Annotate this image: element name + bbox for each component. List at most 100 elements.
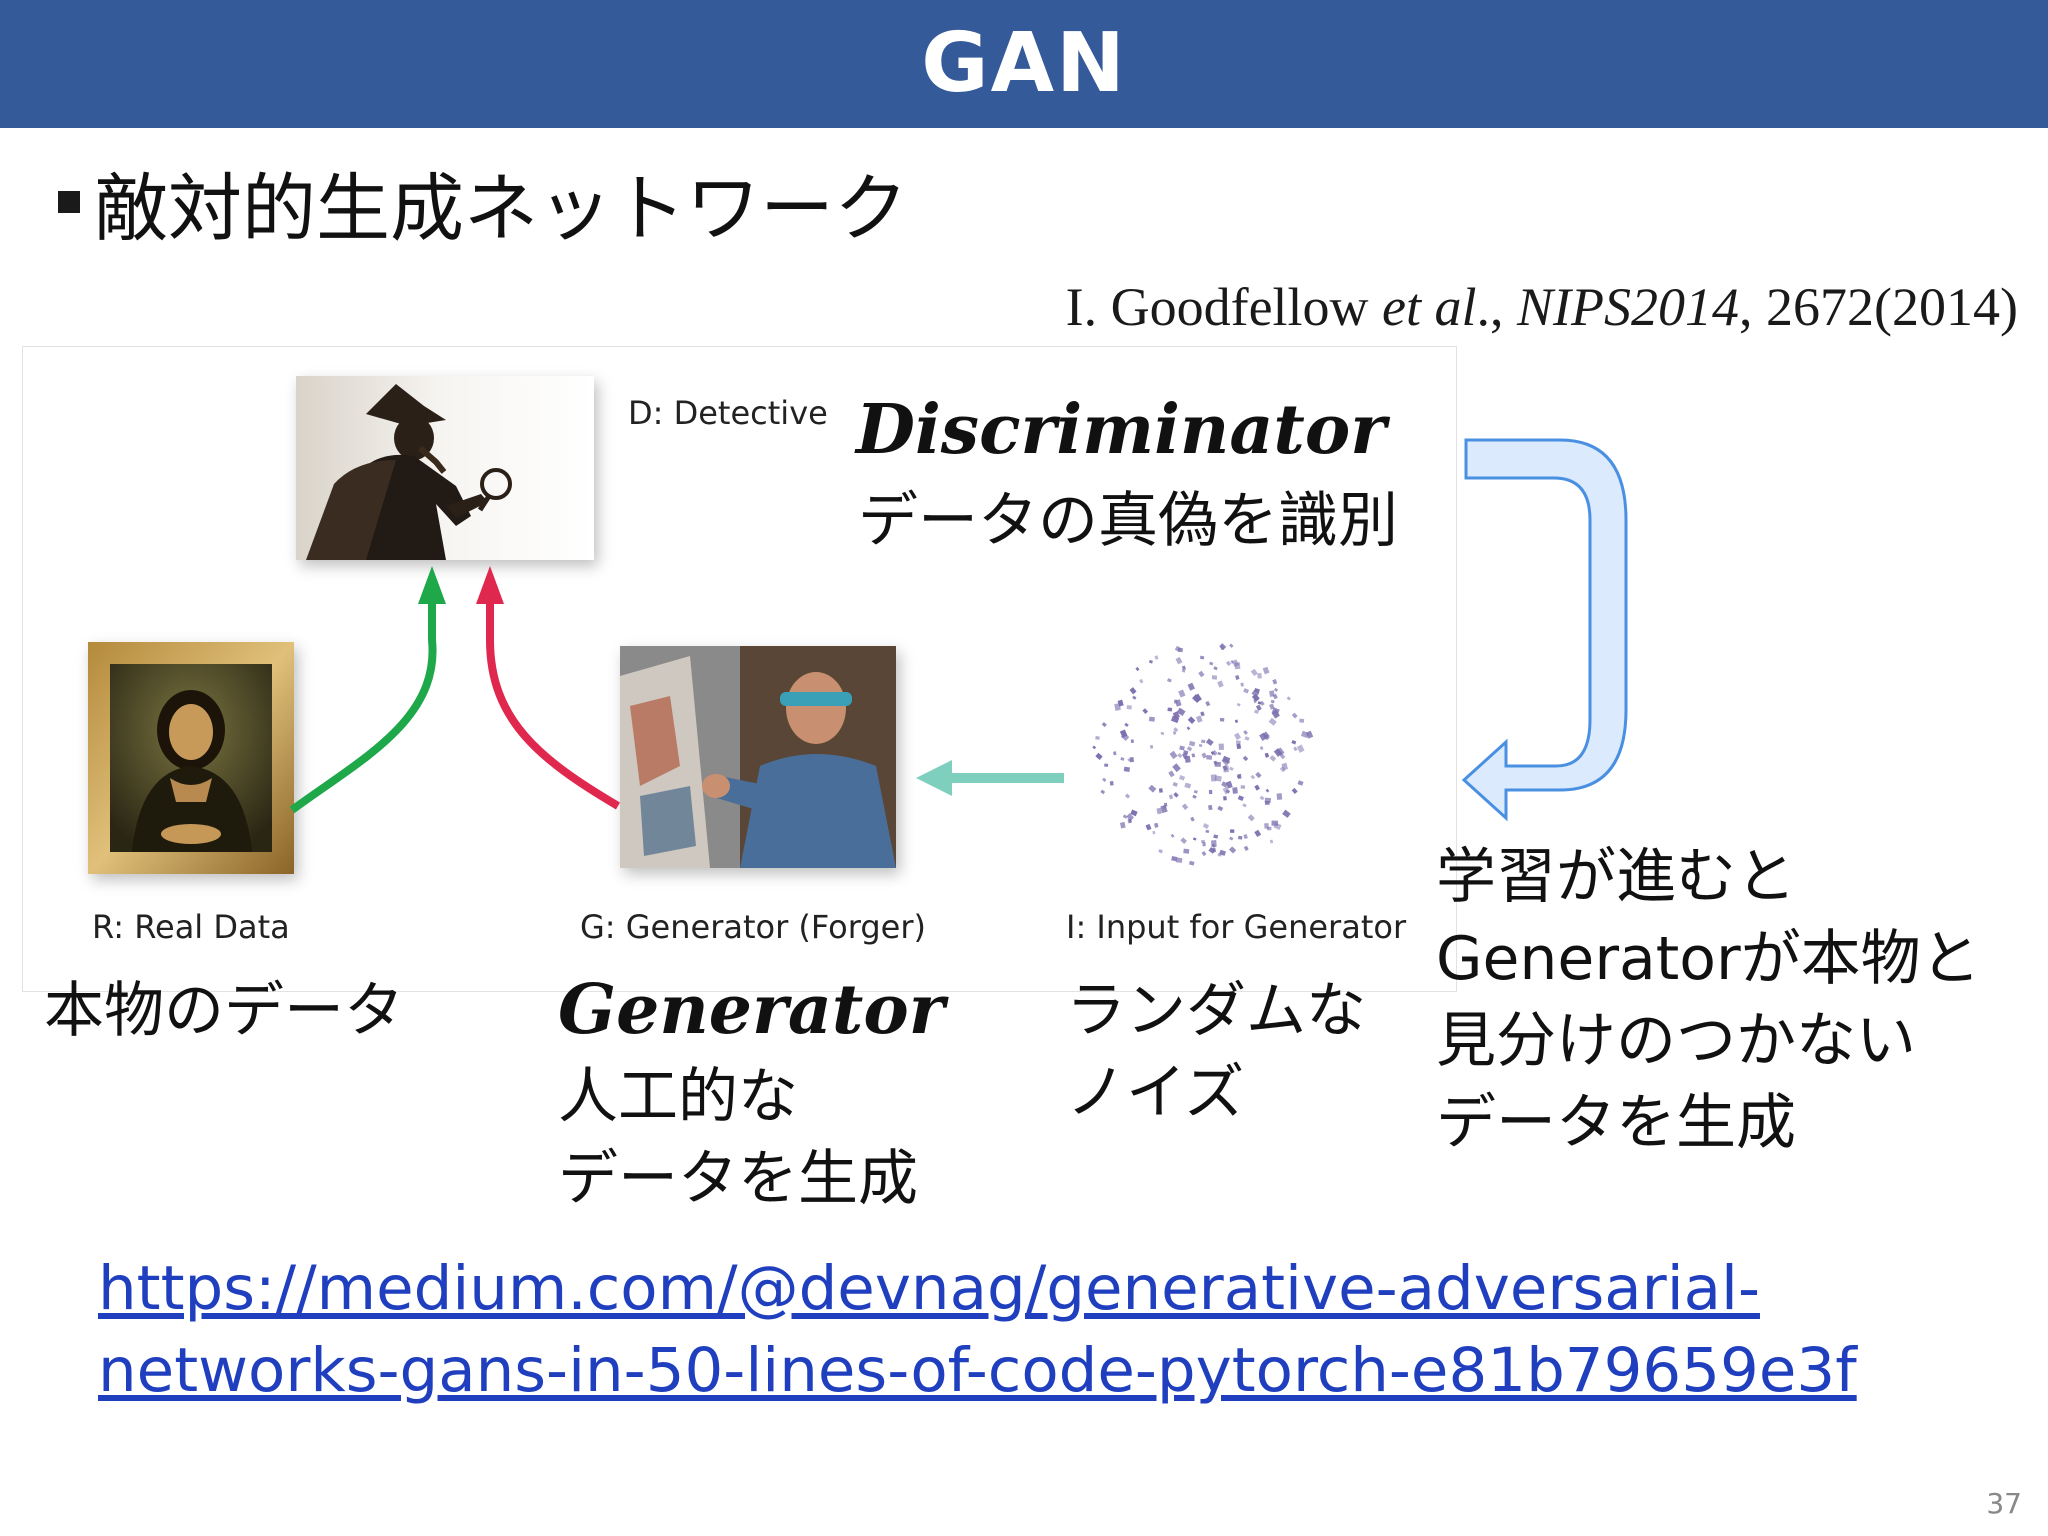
reference-link[interactable]: https://medium.com/@devnag/generative-ad… <box>98 1248 1857 1412</box>
noise-dot <box>1193 789 1198 794</box>
noise-dot <box>1286 696 1291 701</box>
noise-dot <box>1173 727 1179 733</box>
noise-dot <box>1169 750 1178 760</box>
noise-dot <box>1190 816 1195 822</box>
noise-dot <box>1240 785 1246 789</box>
noise-dot <box>1200 711 1205 717</box>
noise-dot <box>1184 782 1192 789</box>
bullet-text: 敵対的生成ネットワーク <box>94 165 908 252</box>
noise-dot <box>1132 695 1137 700</box>
training-note-2: Generatorが本物と <box>1436 924 1981 994</box>
noise-dot <box>1175 656 1183 665</box>
noise-dot <box>1291 787 1298 795</box>
noise-dot <box>1158 788 1163 793</box>
noise-dot <box>1187 716 1196 724</box>
noise-dot <box>1253 687 1260 694</box>
noise-dot <box>1160 804 1168 814</box>
noise-dot <box>1160 731 1165 736</box>
citation-rest: , 2672(2014) <box>1739 277 2018 337</box>
noise-dot <box>1158 849 1163 854</box>
noise-dot <box>1127 818 1132 824</box>
noise-dot <box>1168 794 1174 800</box>
noise-dot <box>1170 715 1180 724</box>
noise-dot <box>1218 743 1225 751</box>
noise-dot <box>1126 704 1132 710</box>
discriminator-title: Discriminator <box>856 390 1387 470</box>
generator-image <box>620 646 896 868</box>
noise-dot <box>1192 694 1201 703</box>
noise-dot <box>1187 682 1195 691</box>
noise-dot <box>1149 744 1154 749</box>
noise-dot <box>1230 659 1235 664</box>
generator-desc-1: 人工的な <box>558 1062 798 1132</box>
noise-dot <box>1273 687 1279 692</box>
noise-dot <box>1189 740 1196 747</box>
noise-dot <box>1240 682 1244 687</box>
noise-dot <box>1119 821 1126 829</box>
noise-dot <box>1100 789 1106 795</box>
noise-dot <box>1264 752 1270 758</box>
noise-dot <box>1148 716 1155 722</box>
noise-dot <box>1183 848 1190 854</box>
generator-title: Generator <box>558 970 945 1050</box>
feedback-arrow <box>1461 438 1628 822</box>
training-note-1: 学習が進むと <box>1436 842 1796 912</box>
noise-dot <box>1178 689 1186 698</box>
noise-dot <box>1205 700 1211 707</box>
generator-label: G: Generator (Forger) <box>580 908 926 946</box>
noise-dot <box>1181 665 1187 671</box>
noise-dot <box>1170 833 1175 838</box>
noise-dot <box>1236 774 1241 779</box>
noise-dot <box>1291 712 1298 719</box>
noise-dot <box>1119 729 1128 738</box>
noise-dot <box>1122 814 1128 819</box>
noise-dot <box>1230 829 1235 833</box>
noise-dot <box>1243 845 1249 851</box>
noise-dot <box>1117 699 1124 707</box>
noise-dot <box>1201 752 1207 759</box>
noise-dot <box>1253 696 1259 701</box>
noise-dot <box>1259 746 1264 751</box>
noise-dot <box>1192 837 1197 841</box>
noise-dot <box>1247 814 1255 822</box>
noise-dot <box>1192 794 1197 799</box>
noise-dot <box>1101 722 1107 728</box>
noise-dot <box>1237 795 1244 801</box>
noise-dot <box>1214 775 1222 782</box>
noise-dot <box>1166 678 1172 683</box>
noise-dot <box>1222 786 1231 795</box>
reference-link-line-1[interactable]: https://medium.com/@devnag/generative-ad… <box>98 1253 1760 1324</box>
noise-dot <box>1184 755 1191 763</box>
reference-link-line-2[interactable]: networks-gans-in-50-lines-of-code-pytorc… <box>98 1335 1857 1406</box>
noise-dot <box>1300 730 1310 739</box>
noise-dot <box>1198 743 1203 748</box>
noise-dot <box>1255 771 1262 779</box>
input-desc-2: ノイズ <box>1066 1058 1245 1128</box>
real-data-image <box>88 642 294 874</box>
noise-dot <box>1297 780 1304 786</box>
noise-dot <box>1191 753 1196 758</box>
noise-dot <box>1172 763 1181 773</box>
noise-dot <box>1198 670 1205 678</box>
noise-dot <box>1236 743 1242 750</box>
noise-dot <box>1186 726 1191 731</box>
noise-dot <box>1145 823 1152 831</box>
noise-dot <box>1234 732 1242 741</box>
noise-dot <box>1154 822 1159 828</box>
noise-dot <box>1201 850 1207 857</box>
noise-dot <box>1220 646 1224 651</box>
noise-dot <box>1124 793 1131 799</box>
noise-dot <box>1234 662 1241 670</box>
noise-dot <box>1178 775 1186 781</box>
noise-dot <box>1171 856 1178 862</box>
citation-author: I. Goodfellow <box>1065 277 1383 337</box>
noise-dot <box>1219 849 1227 856</box>
noise-dot <box>1243 688 1250 694</box>
noise-dot <box>1124 722 1129 728</box>
noise-dot <box>1225 660 1232 667</box>
bullet-square-icon <box>58 191 80 213</box>
noise-dot <box>1259 795 1265 801</box>
noise-dot <box>1092 745 1097 750</box>
noise-dot <box>1242 755 1249 762</box>
real-data-desc: 本物のデータ <box>44 976 404 1046</box>
